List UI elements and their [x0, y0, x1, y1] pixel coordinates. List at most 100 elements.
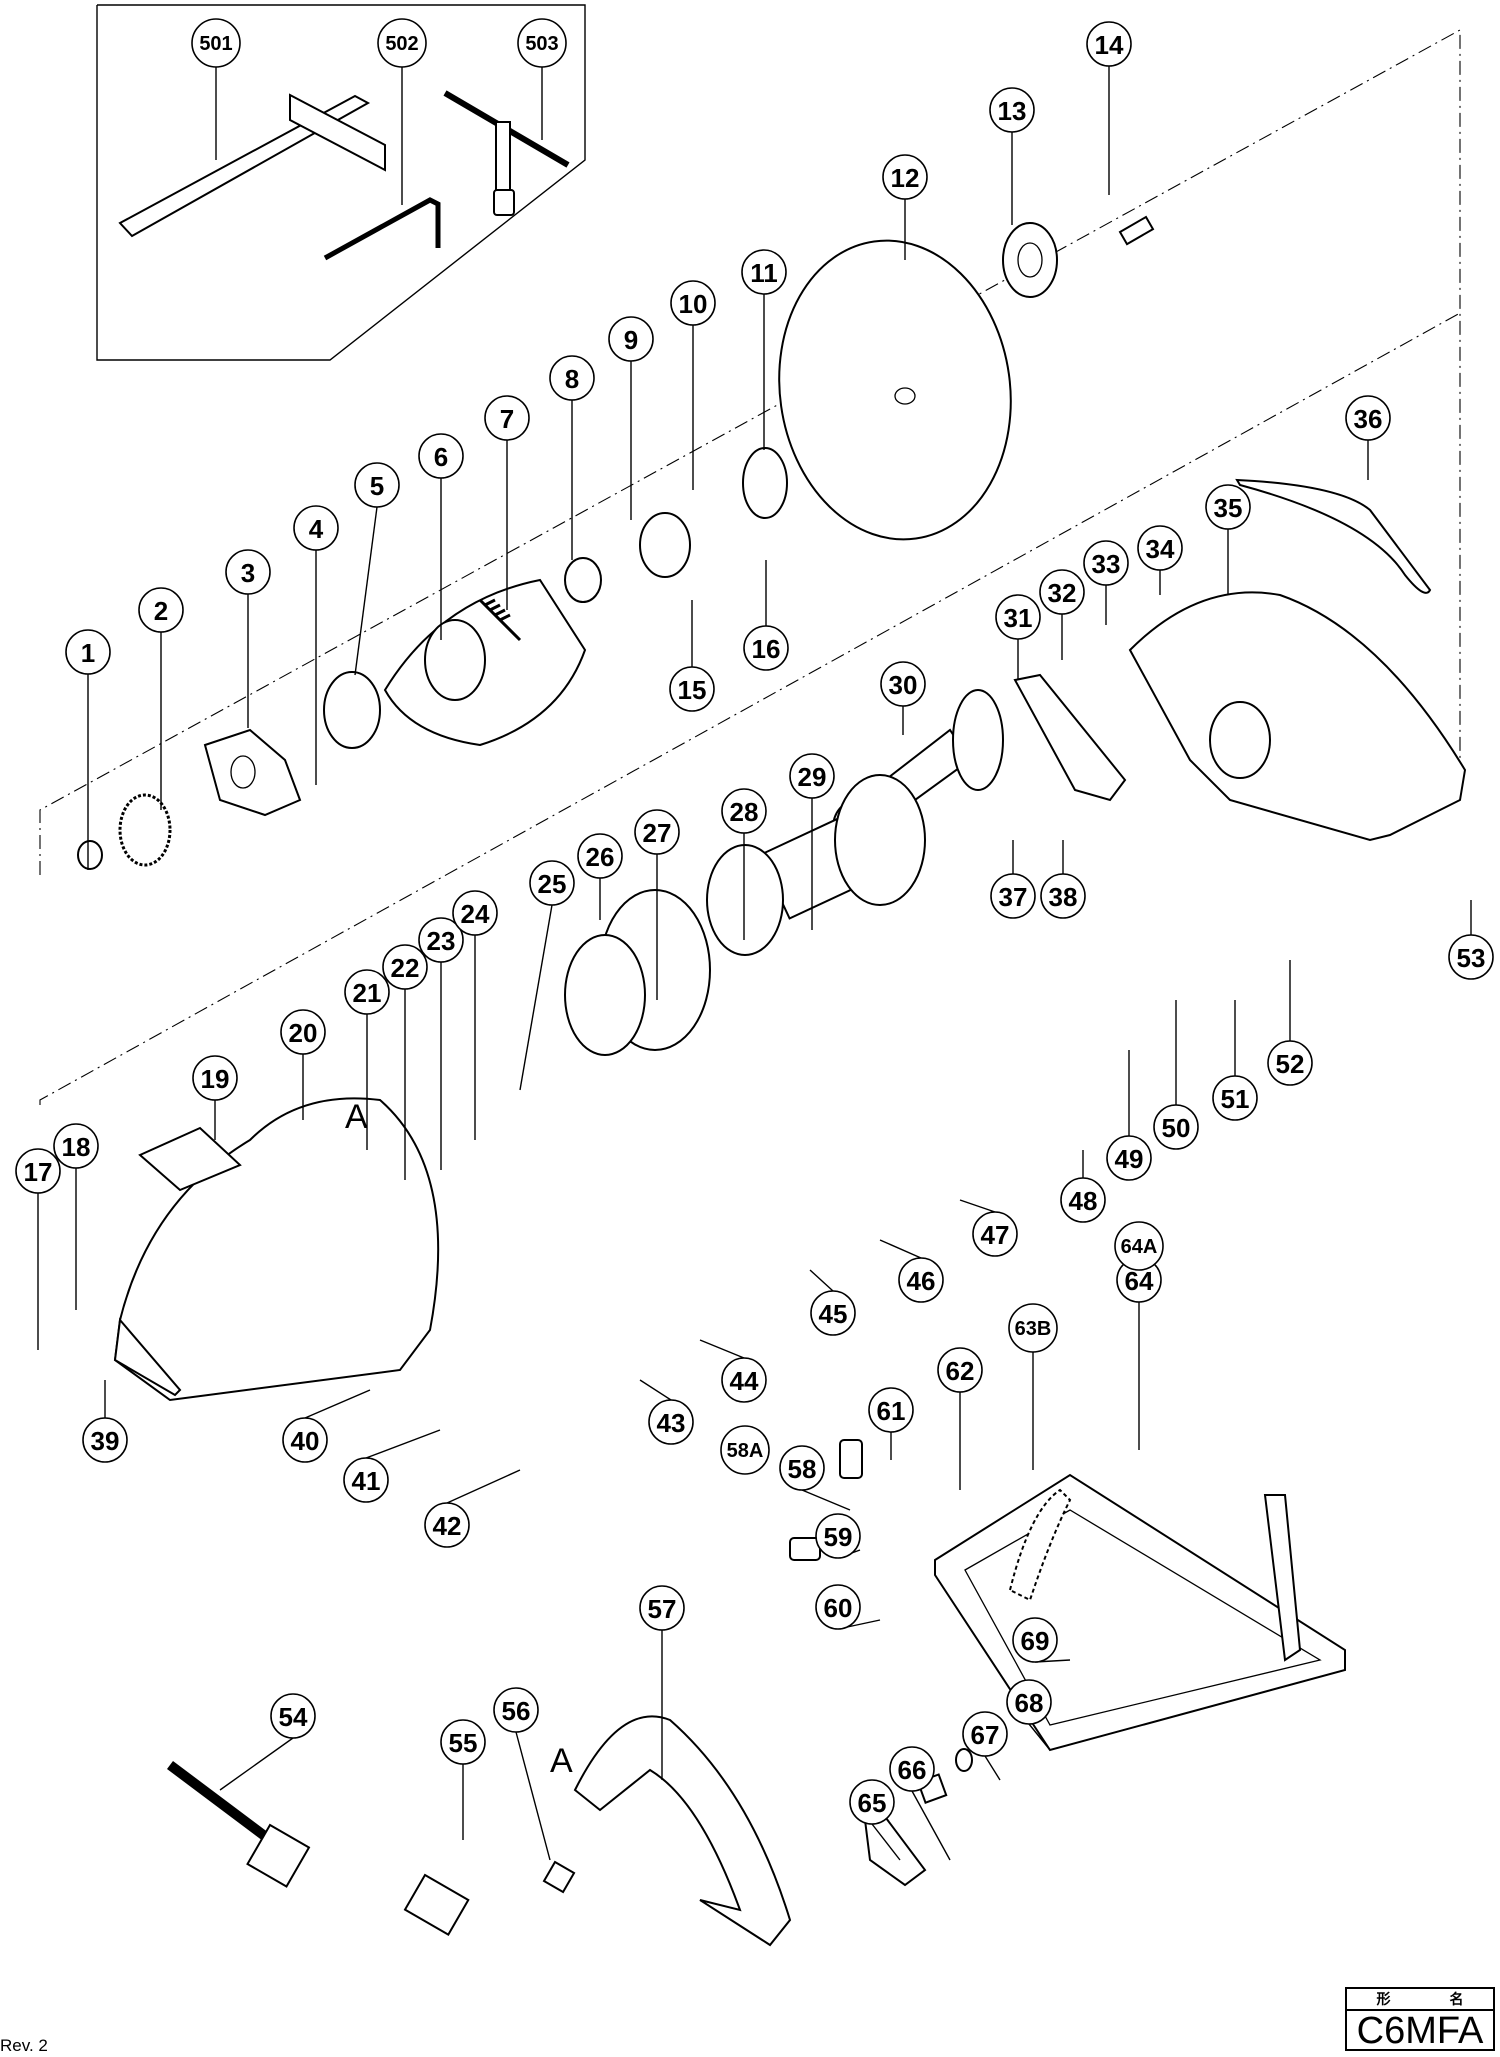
callout-circle-62	[937, 1347, 983, 1393]
leader-line-54	[219, 1737, 294, 1791]
part-callout-42: 42	[424, 1469, 521, 1548]
part-callout-21: 21	[344, 969, 390, 1150]
callout-number-14: 14	[1095, 30, 1124, 60]
callout-circle-37	[990, 873, 1036, 919]
callout-number-501: 501	[199, 33, 232, 55]
callout-circle-26	[577, 833, 623, 879]
callout-circle-58	[779, 1445, 825, 1491]
callout-number-60: 60	[824, 1593, 853, 1623]
callout-circle-24	[452, 890, 498, 936]
part-callout-14: 14	[1086, 21, 1132, 195]
motor-housing-20	[113, 1097, 440, 1402]
callout-number-502: 502	[385, 33, 418, 55]
leader-line-42	[446, 1469, 521, 1504]
part-callout-5: 5	[354, 462, 400, 676]
callout-circle-54	[270, 1693, 316, 1739]
part-callout-63B: 63B	[1008, 1303, 1058, 1470]
box-wrench-503	[443, 90, 570, 216]
callout-number-45: 45	[819, 1299, 848, 1329]
callout-number-33: 33	[1092, 549, 1121, 579]
section-reference-a-handle: A	[550, 1742, 573, 1780]
callout-number-47: 47	[981, 1220, 1010, 1250]
callout-circle-41	[343, 1457, 389, 1503]
callout-circle-38	[1040, 873, 1086, 919]
part-callout-54: 54	[219, 1693, 316, 1791]
carbon-brush-56	[542, 1860, 576, 1894]
callout-circle-50	[1153, 1104, 1199, 1150]
part-callout-9: 9	[608, 316, 654, 520]
callout-circle-25	[529, 860, 575, 906]
part-callout-13: 13	[989, 87, 1035, 225]
callout-circle-31	[995, 594, 1041, 640]
part-callout-43: 43	[639, 1379, 694, 1445]
callout-number-43: 43	[657, 1408, 686, 1438]
section-reference-a-housing: A	[345, 1098, 368, 1136]
callout-circle-58A	[720, 1425, 770, 1475]
callout-number-36: 36	[1354, 404, 1383, 434]
part-callout-50: 50	[1153, 1000, 1199, 1150]
guard-cover-36	[1235, 478, 1432, 594]
callout-circle-36	[1345, 395, 1391, 441]
part-callout-64A: 64A	[1114, 1221, 1164, 1271]
part-callout-53: 53	[1448, 900, 1494, 980]
callout-number-34: 34	[1146, 534, 1175, 564]
callout-circle-53	[1448, 934, 1494, 980]
wing-bolt-61	[839, 1439, 863, 1479]
callout-number-65: 65	[858, 1788, 887, 1818]
callout-circle-52	[1267, 1040, 1313, 1086]
callout-number-67: 67	[971, 1720, 1000, 1750]
assembly-boundary	[39, 29, 1461, 875]
callout-circle-45	[810, 1290, 856, 1336]
part-callout-67: 67	[962, 1711, 1008, 1781]
title-block-header: 形 名	[1347, 1989, 1493, 2011]
callout-circle-63B	[1008, 1303, 1058, 1353]
part-callout-8: 8	[549, 355, 595, 560]
part-callout-57: 57	[639, 1585, 685, 1780]
part-callout-65: 65	[849, 1779, 901, 1861]
callout-number-66: 66	[898, 1755, 927, 1785]
part-callout-44: 44	[699, 1339, 767, 1403]
callout-circle-503	[517, 18, 567, 68]
callout-circle-48	[1060, 1177, 1106, 1223]
part-callout-10: 10	[670, 280, 716, 490]
callout-number-38: 38	[1049, 882, 1078, 912]
callout-number-64: 64	[1125, 1266, 1154, 1296]
callout-number-1: 1	[81, 638, 95, 668]
callout-number-8: 8	[565, 364, 579, 394]
callout-circle-501	[191, 18, 241, 68]
callout-circle-64A	[1114, 1221, 1164, 1271]
spring-7	[478, 598, 522, 642]
part-callout-1: 1	[65, 629, 111, 870]
callout-circle-60	[815, 1584, 861, 1630]
part-callout-502: 502	[377, 18, 427, 205]
leader-line-44	[699, 1339, 745, 1359]
gear-2	[118, 793, 172, 867]
callout-circle-502	[377, 18, 427, 68]
part-callout-15: 15	[669, 600, 715, 712]
callout-circle-61	[868, 1387, 914, 1433]
part-callout-503: 503	[517, 18, 567, 140]
part-callout-20: 20	[280, 1009, 326, 1120]
callout-number-53: 53	[1457, 943, 1486, 973]
callout-circle-69	[1012, 1617, 1058, 1663]
callout-number-19: 19	[201, 1064, 230, 1094]
callout-circle-49	[1106, 1135, 1152, 1181]
callout-number-54: 54	[279, 1702, 308, 1732]
callout-circle-10	[670, 280, 716, 326]
leader-line-46	[879, 1239, 922, 1259]
part-callout-55: 55	[440, 1719, 486, 1840]
washer-68	[955, 1748, 973, 1772]
callout-circle-44	[721, 1357, 767, 1403]
callout-number-28: 28	[730, 797, 759, 827]
callout-number-52: 52	[1276, 1049, 1305, 1079]
callout-number-62: 62	[946, 1356, 975, 1386]
callout-circle-15	[669, 666, 715, 712]
armature-29	[706, 774, 926, 956]
callout-circle-56	[493, 1687, 539, 1733]
part-callout-39: 39	[82, 1380, 128, 1463]
part-callout-35: 35	[1205, 484, 1251, 595]
model-number: C6MFA	[1356, 2010, 1484, 2052]
bolt-14	[1118, 215, 1155, 246]
